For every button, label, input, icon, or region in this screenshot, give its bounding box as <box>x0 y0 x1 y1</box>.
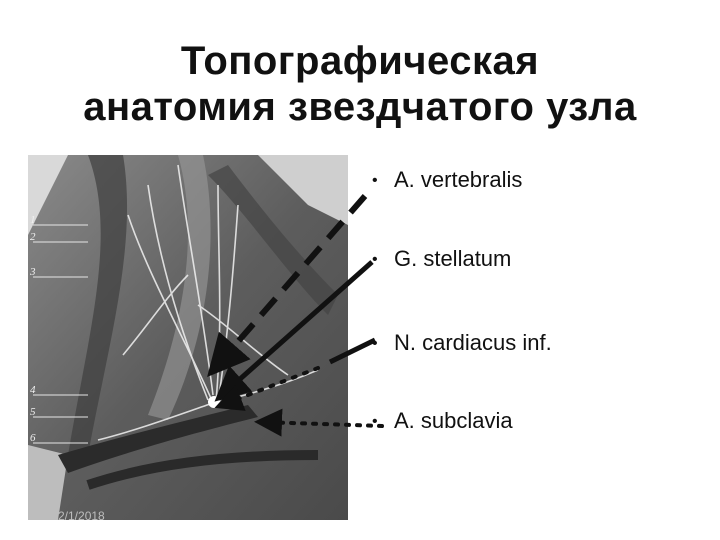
anatomy-illustration: 1 2 3 4 5 6 <box>28 155 348 520</box>
bullet-dot: • <box>372 251 378 269</box>
title-line-2: анатомия звездчатого узла <box>83 85 637 129</box>
figure-number-6: 6 <box>30 432 36 444</box>
bullet-cardiacus: • N. cardiacus inf. <box>372 330 552 356</box>
arrow-stellatum <box>214 260 374 402</box>
figure-number-3: 3 <box>29 266 36 278</box>
arrow-cardiacus-solid <box>328 337 377 365</box>
figure-number-1: 1 <box>30 214 36 226</box>
bullet-dot: • <box>372 172 378 190</box>
slide-title: Топографическая анатомия звездчатого узл… <box>0 38 720 130</box>
figure-number-4: 4 <box>30 384 36 396</box>
bullet-label-vertebralis: A. vertebralis <box>394 167 523 192</box>
arrow-subclavia <box>254 408 384 437</box>
arrow-vertebralis <box>207 194 368 378</box>
figure-number-5: 5 <box>30 406 36 418</box>
arrow-cardiacus-dotted <box>214 366 320 411</box>
bullet-dot: • <box>372 335 378 353</box>
bullet-dot: • <box>372 413 378 431</box>
bullet-label-subclavia: A. subclavia <box>394 408 513 433</box>
figure-number-2: 2 <box>30 231 36 243</box>
bullet-label-cardiacus: N. cardiacus inf. <box>394 330 552 355</box>
slide-date: 2/1/2018 <box>58 509 105 523</box>
bullet-stellatum: • G. stellatum <box>372 246 511 272</box>
title-line-1: Топографическая <box>180 39 540 83</box>
bullet-vertebralis: • A. vertebralis <box>372 167 522 193</box>
bullet-subclavia: • A. subclavia <box>372 408 513 434</box>
bullet-label-stellatum: G. stellatum <box>394 246 512 271</box>
anatomy-drawing: 1 2 3 4 5 6 <box>28 155 348 520</box>
